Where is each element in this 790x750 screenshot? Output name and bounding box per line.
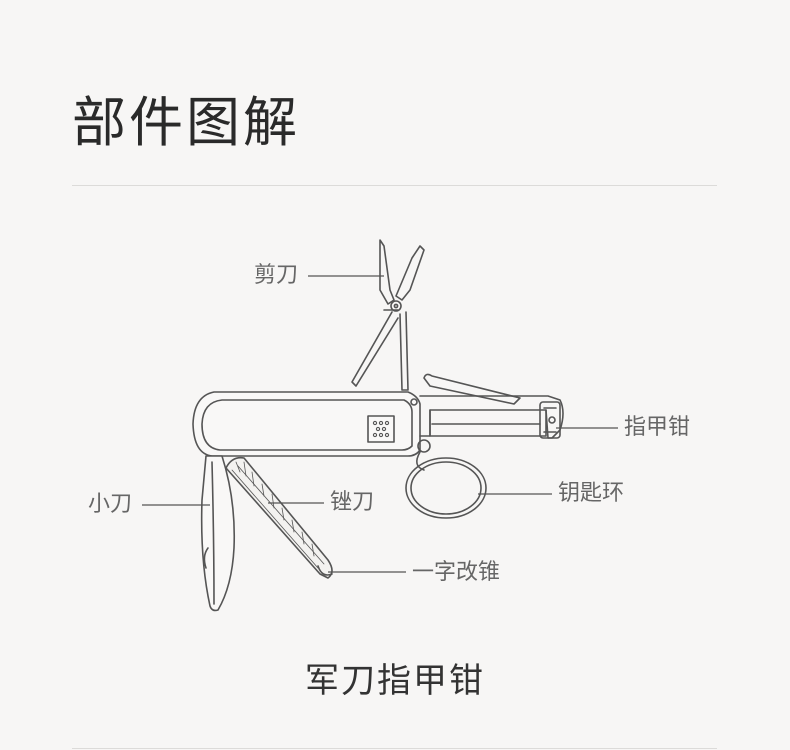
page-title: 部件图解: [72, 91, 300, 154]
knife-label: 小刀: [88, 492, 133, 517]
nail-clipper-illustration: [419, 373, 564, 439]
file-illustration: [225, 456, 333, 579]
nail-clipper-label: 指甲钳: [624, 415, 691, 440]
scissors-illustration: [351, 239, 425, 391]
product-caption: 军刀指甲钳: [305, 661, 485, 701]
key-ring-label: 钥匙环: [558, 481, 625, 506]
knife-illustration: [200, 455, 236, 612]
screwdriver-label: 一字改锥: [412, 560, 501, 585]
bottom-divider: [72, 748, 717, 749]
file-label: 锉刀: [330, 490, 375, 515]
scissors-label: 剪刀: [254, 263, 299, 288]
key-ring-illustration: [405, 439, 487, 519]
top-divider: [72, 185, 717, 186]
tool-body: [192, 391, 421, 457]
